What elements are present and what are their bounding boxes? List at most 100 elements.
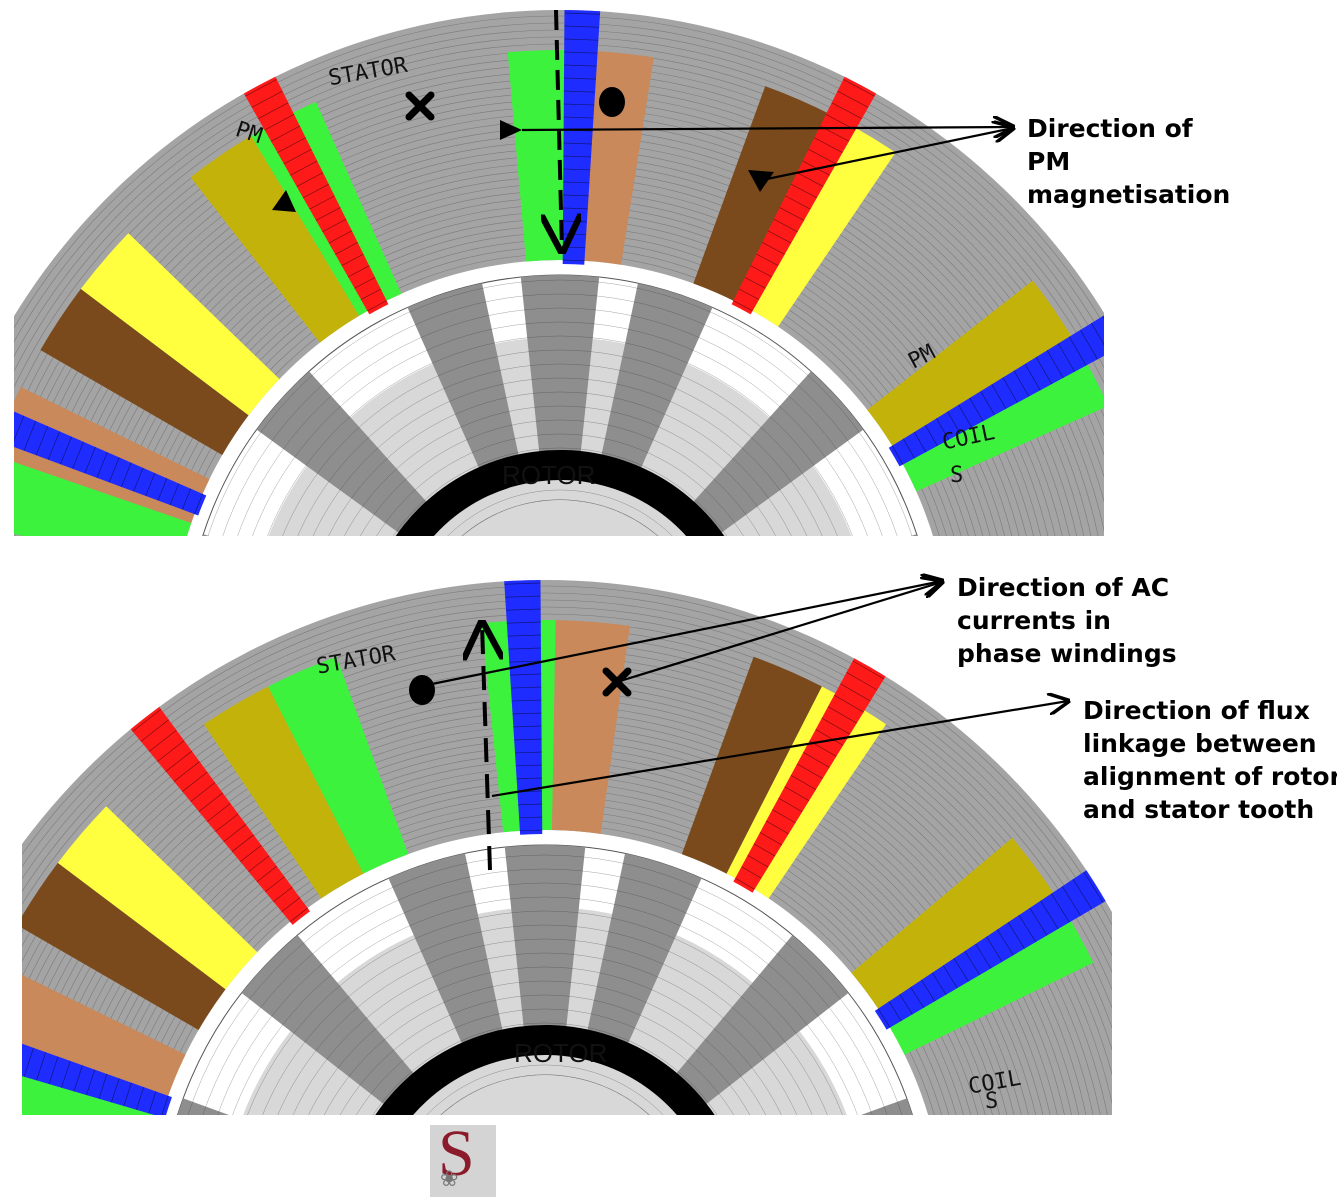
magnet-segment <box>840 683 871 702</box>
magnet-segment <box>821 717 851 735</box>
rotor-tooth <box>202 534 210 536</box>
flux-line <box>247 910 843 1115</box>
magnet-segment <box>190 782 216 802</box>
rotor-tooth <box>256 371 433 536</box>
permanent-magnet <box>22 1043 172 1115</box>
magnet-segment <box>947 411 961 434</box>
magnet-segment <box>753 843 776 857</box>
rotor-tooth <box>860 1098 913 1115</box>
flux-line <box>297 363 823 536</box>
top-machine: STATOR PM PM COIL S ROTOR <box>14 10 1104 536</box>
annotation-line: Direction of <box>1027 114 1193 143</box>
bottom-machine-geometry <box>22 580 1112 1115</box>
coil-side <box>80 233 280 416</box>
magnet-segment <box>367 300 387 312</box>
magnet-segment <box>843 79 875 97</box>
permanent-magnet <box>504 580 543 835</box>
magnet-segment <box>925 425 938 447</box>
flux-line <box>312 377 808 536</box>
magnet-segment <box>277 137 306 153</box>
magnet-segment <box>958 404 972 428</box>
magnet-segment <box>980 390 995 416</box>
flux-line <box>237 307 883 536</box>
magnet-segment <box>779 207 805 221</box>
magnet-segment <box>564 51 598 54</box>
flux-line <box>22 606 1112 973</box>
magnet-segment <box>335 242 358 255</box>
magnet-segment <box>511 699 542 702</box>
magnet-segment <box>991 384 1007 410</box>
magnet-segment <box>161 1095 169 1115</box>
magnet-segment <box>360 288 381 300</box>
magnet-segment <box>35 426 49 456</box>
magnet-segment <box>1061 886 1081 916</box>
magnet-segment <box>785 195 811 210</box>
magnet-segment <box>891 445 904 465</box>
magnet-segment <box>1072 878 1093 910</box>
magnet-segment <box>510 686 542 689</box>
magnet-segment <box>1091 322 1104 346</box>
pm-magnetisation-annotation: Direction of PM magnetisation <box>1027 112 1230 211</box>
magnet-segment <box>563 155 592 158</box>
magnet-segment <box>322 218 347 233</box>
permanent-magnet <box>733 658 886 893</box>
magnet-segment <box>133 467 144 492</box>
flux-line <box>277 938 813 1115</box>
magnet-segment <box>145 472 156 497</box>
magnet-segment <box>803 752 830 768</box>
flux-line <box>267 335 853 536</box>
magnet-segment <box>245 79 277 97</box>
magnet-segment <box>767 230 792 244</box>
flux-line <box>202 868 888 1115</box>
magnet-segment <box>953 958 969 982</box>
annotation-leader-line <box>421 581 942 688</box>
magnet-segment <box>877 1008 891 1028</box>
magnet-segment <box>1102 316 1104 320</box>
magnet-segment <box>505 608 541 611</box>
coil-side <box>22 862 226 1030</box>
magnet-segment <box>515 764 542 767</box>
magnet-segment <box>60 436 72 465</box>
rotor-tooth <box>599 283 713 477</box>
magnet-segment <box>756 253 779 266</box>
magnet-segment <box>815 729 844 746</box>
magnet-segment <box>791 183 818 199</box>
permanent-magnet <box>243 76 389 315</box>
magnet-segment <box>1013 370 1030 397</box>
magnet-segment <box>1051 893 1070 923</box>
magnet-segment <box>762 242 785 255</box>
flux-line <box>22 592 1112 941</box>
magnet-segment <box>516 777 542 780</box>
magnet-segment <box>563 77 596 80</box>
magnet-segment <box>513 725 542 728</box>
magnet-segment <box>270 125 301 142</box>
magnet-segment <box>47 431 60 460</box>
flux-line <box>22 613 1112 991</box>
magnet-segment <box>347 265 370 278</box>
annotation-line: and stator tooth <box>1083 795 1315 824</box>
magnet-segment <box>309 195 335 210</box>
magnet-segment <box>108 457 120 483</box>
annotation-leader-line <box>761 128 1013 182</box>
university-logo: S ❀ <box>430 1119 496 1197</box>
shaft <box>441 1074 649 1115</box>
magnet-segment <box>932 972 947 995</box>
magnet-segment <box>1018 914 1037 943</box>
magnet-segment <box>290 160 318 176</box>
magnet-segment <box>969 397 984 422</box>
magnet-segment <box>1040 900 1059 930</box>
magnetisation-arrowhead <box>748 170 774 192</box>
magnet-segment <box>251 90 283 108</box>
rotor-tooth <box>670 935 849 1110</box>
magnet-segment <box>921 979 936 1002</box>
magnet-segment <box>796 172 824 187</box>
flux-linkage-arrow <box>482 624 490 871</box>
magnet-segment <box>519 829 543 832</box>
flux-line <box>262 924 828 1115</box>
magnet-segment <box>248 855 270 872</box>
magnet-segment <box>281 897 301 913</box>
magnet-segment <box>563 142 592 145</box>
annotation-leader-line <box>491 701 1068 798</box>
flux-line <box>339 994 751 1115</box>
